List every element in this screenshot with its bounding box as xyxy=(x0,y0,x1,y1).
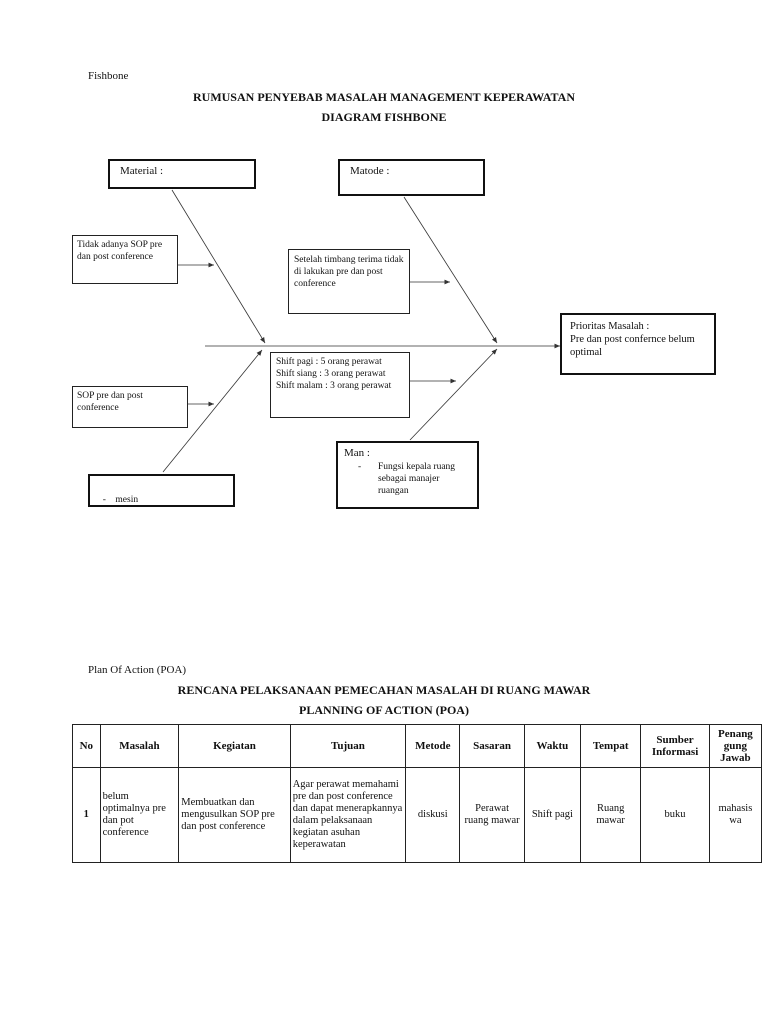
cell-metode: diskusi xyxy=(405,767,461,863)
cell-masalah: belum optimalnya pre dan pot conference xyxy=(99,767,180,863)
cell-kegiatan: Membuatkan dan mengusulkan SOP pre dan p… xyxy=(178,767,291,863)
cause-sop-box: SOP pre dan post conference xyxy=(72,386,188,428)
cause-sop-text: SOP pre dan post conference xyxy=(77,391,143,413)
mesin-text: - mesin xyxy=(102,495,139,505)
cell-no: 1 xyxy=(72,767,101,863)
cause-sop-absent-box: Tidak adanya SOP pre dan post conference xyxy=(72,235,178,284)
poa-title: RENCANA PELAKSANAAN PEMECAHAN MASALAH DI… xyxy=(177,683,591,697)
man-box: Man : Fungsi kepala ruang sebagai manaje… xyxy=(336,441,479,509)
poa-subtitle: PLANNING OF ACTION (POA) xyxy=(299,703,469,717)
header-waktu: Waktu xyxy=(523,724,582,768)
cell-tempat: Ruang mawar xyxy=(579,767,642,863)
header-masalah: Masalah xyxy=(99,724,180,768)
material-box: Material : xyxy=(108,159,256,189)
priority-text: Pre dan post confernce belum optimal xyxy=(570,334,695,358)
bone-man xyxy=(409,348,498,441)
poa-table: No Masalah Kegiatan Tujuan Metode Sasara… xyxy=(72,724,763,863)
cause-metode-text: Setelah timbang terima tidak di lakukan … xyxy=(294,255,404,289)
header-kegiatan: Kegiatan xyxy=(178,724,291,768)
fishbone-diagram-lines xyxy=(162,189,560,473)
bone-metode xyxy=(403,196,498,344)
priority-label: Prioritas Masalah : xyxy=(570,321,650,332)
cell-tujuan: Agar perawat memahami pre dan post confe… xyxy=(289,767,407,863)
material-label: Material : xyxy=(120,165,164,177)
cell-penanggung-jawab: mahasis wa xyxy=(708,767,763,863)
cell-sumber: buku xyxy=(640,767,710,863)
cell-waktu: Shift pagi xyxy=(523,767,582,863)
header-tujuan: Tujuan xyxy=(289,724,407,768)
poa-label: Plan Of Action (POA) xyxy=(88,664,187,676)
man-item: Fungsi kepala ruang sebagai manajer ruan… xyxy=(358,461,471,497)
priority-box: Prioritas Masalah : Pre dan post confern… xyxy=(560,313,716,375)
header-no: No xyxy=(72,724,101,768)
header-penanggung-jawab: Penang gung Jawab xyxy=(708,724,763,768)
cause-metode-box: Setelah timbang terima tidak di lakukan … xyxy=(288,249,410,314)
man-label: Man : xyxy=(344,447,370,459)
bone-mesin xyxy=(162,349,263,473)
header-tempat: Tempat xyxy=(579,724,642,768)
page-subtitle: DIAGRAM FISHBONE xyxy=(321,110,447,124)
table-row: 1 belum optimalnya pre dan pot conferenc… xyxy=(72,767,763,863)
fishbone-label: Fishbone xyxy=(88,70,129,82)
header-sumber: Sumber Informasi xyxy=(640,724,710,768)
shift-pagi: Shift pagi : 5 orang perawat xyxy=(276,357,382,367)
shift-siang: Shift siang : 3 orang perawat xyxy=(276,369,386,379)
shift-box: Shift pagi : 5 orang perawat Shift siang… xyxy=(270,352,410,418)
metode-label: Matode : xyxy=(350,165,390,177)
metode-box: Matode : xyxy=(338,159,485,196)
cell-sasaran: Perawat ruang mawar xyxy=(459,767,525,863)
bone-material xyxy=(171,189,266,344)
header-sasaran: Sasaran xyxy=(459,724,525,768)
shift-malam: Shift malam : 3 orang perawat xyxy=(276,381,392,391)
header-metode: Metode xyxy=(405,724,461,768)
cause-sop-absent-text: Tidak adanya SOP pre dan post conference xyxy=(77,240,163,262)
mesin-box: - mesin xyxy=(88,474,235,507)
table-header-row: No Masalah Kegiatan Tujuan Metode Sasara… xyxy=(72,724,763,768)
page-title: RUMUSAN PENYEBAB MASALAH MANAGEMENT KEPE… xyxy=(192,90,576,104)
